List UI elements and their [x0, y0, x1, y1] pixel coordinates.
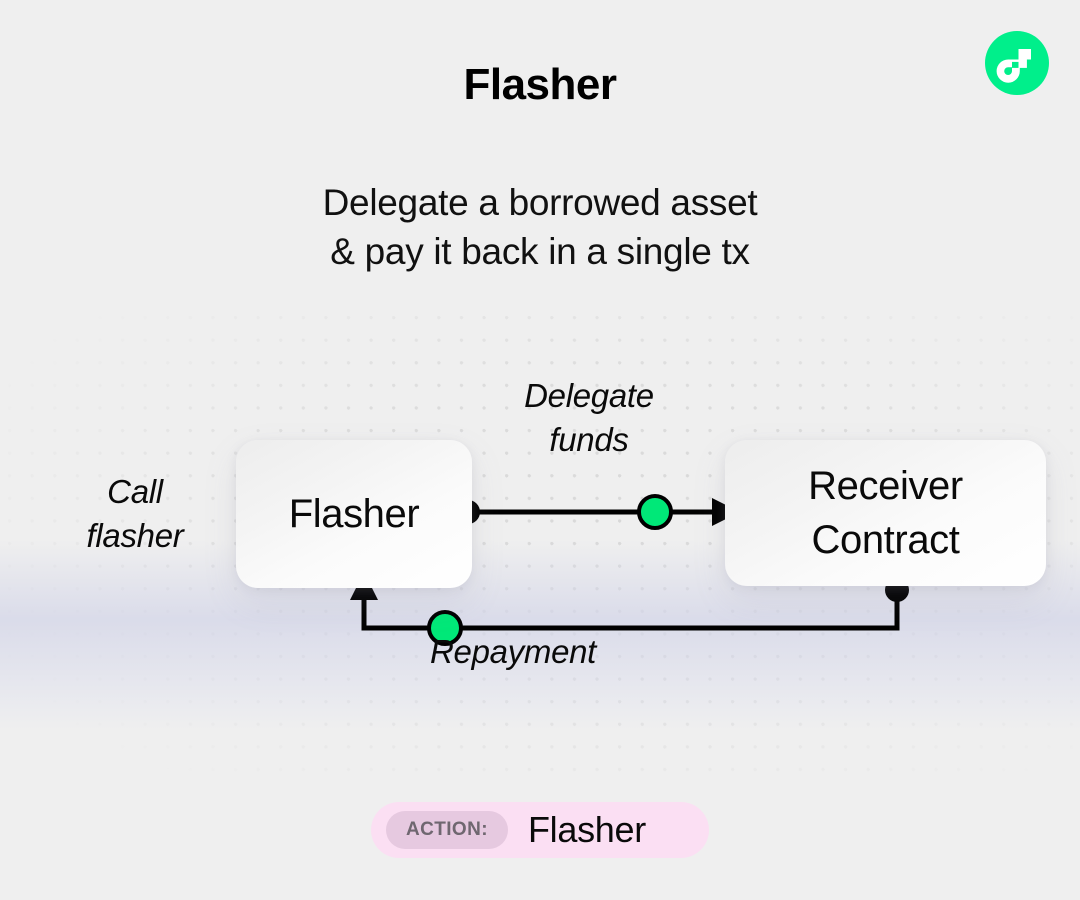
flow-diagram: Flasher Receiver Contract Call flasher D… — [0, 310, 1080, 780]
node-receiver-contract[interactable]: Receiver Contract — [725, 440, 1046, 586]
node-receiver-label: Receiver Contract — [808, 459, 963, 567]
label-delegate-funds: Delegate funds — [449, 374, 729, 462]
subtitle-line-1: Delegate a borrowed asset — [322, 182, 758, 223]
delegate-funds-token-dot — [637, 494, 673, 530]
label-call-flasher-line-2: flasher — [86, 517, 184, 554]
label-delegate-funds-line-2: funds — [549, 421, 629, 458]
label-delegate-funds-line-1: Delegate — [524, 377, 654, 414]
node-receiver-label-line-2: Contract — [811, 518, 960, 562]
node-flasher[interactable]: Flasher — [236, 440, 472, 588]
action-tag-label: ACTION: — [386, 811, 508, 849]
label-call-flasher: Call flasher — [35, 470, 235, 558]
repayment-connector — [361, 590, 900, 631]
flow-logo-icon — [985, 31, 1049, 95]
page-subtitle: Delegate a borrowed asset & pay it back … — [0, 178, 1080, 276]
subtitle-line-2: & pay it back in a single tx — [330, 231, 750, 272]
label-call-flasher-line-1: Call — [107, 473, 163, 510]
action-pill[interactable]: ACTION: Flasher — [371, 802, 709, 858]
node-flasher-label: Flasher — [288, 491, 420, 536]
label-repayment: Repayment — [430, 633, 597, 670]
node-receiver-label-line-1: Receiver — [808, 464, 963, 508]
repayment-token-dot — [427, 610, 463, 646]
action-value-label: Flasher — [527, 809, 646, 850]
page-title: Flasher — [463, 60, 617, 109]
